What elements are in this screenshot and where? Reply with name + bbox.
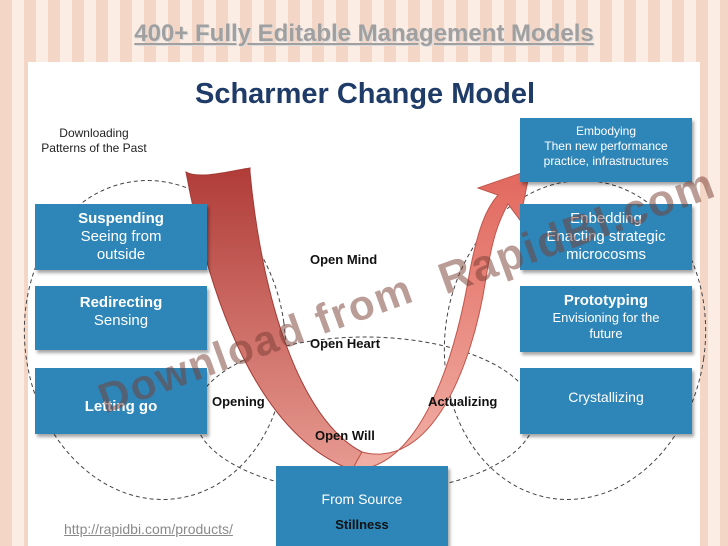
footer-link[interactable]: http://rapidbi.com/products/	[64, 521, 233, 537]
enacting-line-2: Enacting strategic	[546, 228, 666, 245]
actualizing-label: Actualizing	[428, 394, 498, 409]
suspending-box: Suspending Seeing from outside	[35, 204, 207, 270]
opening-label: Opening	[212, 394, 265, 409]
downloading-label: Downloading Patterns of the Past	[30, 126, 158, 156]
downloading-label-line-2: Patterns of the Past	[41, 141, 147, 155]
left-dashed-oval	[23, 180, 287, 500]
enacting-line-1: Enbedding	[570, 210, 642, 227]
embodying-line-2: Then new performance	[544, 139, 668, 153]
crystallizing-box: Crystallizing	[520, 368, 692, 434]
embodying-line-1: Embodying	[575, 124, 637, 138]
prototyping-sub-1: Envisioning for the	[552, 310, 660, 325]
embodying-box: Embodying Then new performance practice,…	[520, 118, 692, 182]
enacting-line-3: microcosms	[565, 246, 646, 263]
redirecting-sub: Sensing	[93, 312, 149, 329]
downloading-label-line-1: Downloading	[59, 126, 129, 140]
prototyping-box: Prototyping Envisioning for the future	[520, 286, 692, 352]
crystallizing-label: Crystallizing	[568, 389, 644, 405]
enacting-box: Enbedding Enacting strategic microcosms	[520, 204, 692, 270]
from-source-box: From Source Stillness	[276, 466, 448, 546]
page-title: Scharmer Change Model	[194, 78, 536, 110]
letting-go-heading: Letting go	[84, 398, 158, 415]
suspending-sub-1: Seeing from	[80, 228, 162, 245]
from-source-label: From Source	[321, 491, 403, 507]
redirecting-heading: Redirecting	[79, 294, 163, 311]
letting-go-box: Letting go	[35, 368, 207, 434]
suspending-sub-2: outside	[96, 246, 146, 263]
u-arrow-left-band	[185, 167, 363, 471]
open-will-label: Open Will	[315, 428, 375, 443]
redirecting-box: Redirecting Sensing	[35, 286, 207, 350]
stillness-label: Stillness	[335, 517, 389, 532]
prototyping-heading: Prototyping	[563, 292, 649, 309]
suspending-heading: Suspending	[78, 210, 164, 227]
embodying-line-3: practice, infrastructures	[543, 154, 669, 168]
right-dashed-oval	[443, 180, 707, 500]
prototyping-sub-2: future	[589, 326, 623, 341]
open-heart-label: Open Heart	[310, 336, 381, 351]
open-mind-label: Open Mind	[310, 252, 378, 267]
banner-title: 400+ Fully Editable Management Models	[134, 20, 594, 47]
